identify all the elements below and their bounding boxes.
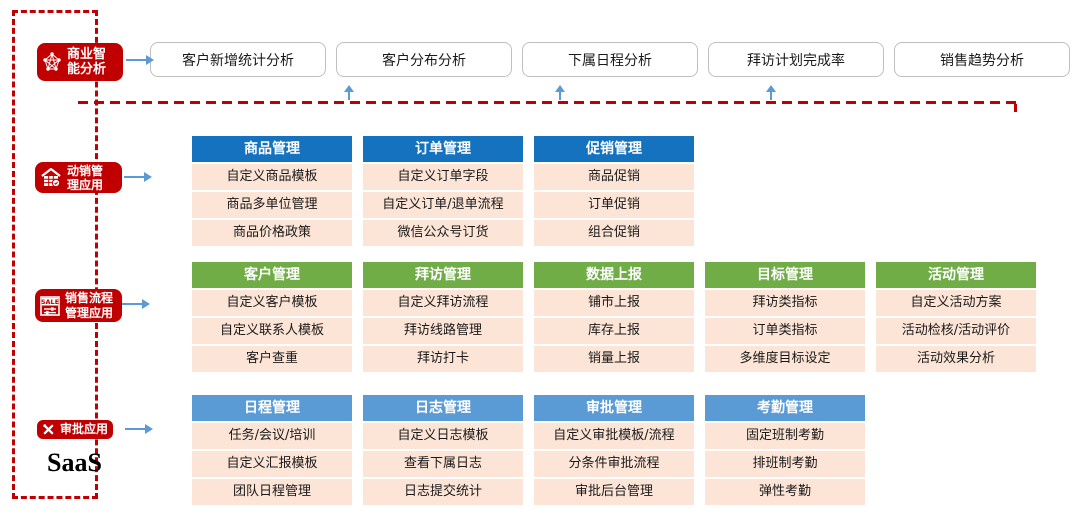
bi-right-arrow — [126, 55, 154, 65]
module-column: 考勤管理固定班制考勤排班制考勤弹性考勤 — [705, 395, 865, 505]
bi-dashed-separator — [78, 101, 1018, 104]
feature-cell: 团队日程管理 — [192, 479, 352, 505]
approval-apps-label-text: 审批应用 — [60, 422, 109, 436]
bi-dashed-separator-end — [1014, 104, 1017, 112]
module-column: 日程管理任务/会议/培训自定义汇报模板团队日程管理 — [192, 395, 352, 505]
feature-cell: 微信公众号订货 — [363, 220, 523, 246]
store-icon — [40, 167, 62, 188]
feature-cell: 日志提交统计 — [363, 479, 523, 505]
feature-cell: 查看下属日志 — [363, 451, 523, 477]
bi-analysis-box: 客户分布分析 — [336, 42, 512, 77]
sales-motion-right-arrow — [124, 172, 152, 182]
svg-text:SALE: SALE — [41, 298, 59, 306]
module-column: 商品管理自定义商品模板商品多单位管理商品价格政策 — [192, 136, 352, 246]
bi-analysis-box: 客户新增统计分析 — [150, 42, 326, 77]
module-column-header: 订单管理 — [363, 136, 523, 162]
module-column-header: 审批管理 — [534, 395, 694, 421]
module-column: 促销管理商品促销订单促销组合促销 — [534, 136, 694, 246]
module-column: 目标管理拜访类指标订单类指标多维度目标设定 — [705, 262, 865, 372]
feature-cell: 商品价格政策 — [192, 220, 352, 246]
section-approval: 日程管理任务/会议/培训自定义汇报模板团队日程管理日志管理自定义日志模板查看下属… — [192, 395, 865, 505]
feature-cell: 拜访类指标 — [705, 290, 865, 316]
feature-cell: 组合促销 — [534, 220, 694, 246]
feature-cell: 多维度目标设定 — [705, 346, 865, 372]
saas-wordmark: SaaS — [47, 448, 102, 477]
module-column-header: 考勤管理 — [705, 395, 865, 421]
feature-cell: 订单促销 — [534, 192, 694, 218]
feature-cell: 自定义审批模板/流程 — [534, 423, 694, 449]
bi-analysis-label-text: 商业智 能分析 — [67, 47, 107, 77]
module-column: 数据上报铺市上报库存上报销量上报 — [534, 262, 694, 372]
feature-cell: 拜访线路管理 — [363, 318, 523, 344]
feature-cell: 弹性考勤 — [705, 479, 865, 505]
feature-cell: 自定义商品模板 — [192, 164, 352, 190]
up-arrow — [766, 85, 776, 100]
module-column-header: 商品管理 — [192, 136, 352, 162]
saas-boundary-frame — [12, 10, 98, 499]
module-column: 拜访管理自定义拜访流程拜访线路管理拜访打卡 — [363, 262, 523, 372]
bi-analysis-box: 下属日程分析 — [522, 42, 698, 77]
feature-cell: 自定义订单字段 — [363, 164, 523, 190]
bi-analysis-box: 销售趋势分析 — [894, 42, 1070, 77]
module-column-header: 活动管理 — [876, 262, 1036, 288]
module-column: 审批管理自定义审批模板/流程分条件审批流程审批后台管理 — [534, 395, 694, 505]
section-sales-motion: 商品管理自定义商品模板商品多单位管理商品价格政策订单管理自定义订单字段自定义订单… — [192, 136, 694, 246]
module-column: 客户管理自定义客户模板自定义联系人模板客户查重 — [192, 262, 352, 372]
module-column-header: 促销管理 — [534, 136, 694, 162]
sale-settings-icon: SALE — [40, 295, 60, 316]
sales-motion-apps-label: 动销管 理应用 — [35, 162, 122, 193]
section-sales-process: 客户管理自定义客户模板自定义联系人模板客户查重拜访管理自定义拜访流程拜访线路管理… — [192, 262, 1036, 372]
feature-cell: 自定义活动方案 — [876, 290, 1036, 316]
module-column: 日志管理自定义日志模板查看下属日志日志提交统计 — [363, 395, 523, 505]
feature-cell: 销量上报 — [534, 346, 694, 372]
module-column-header: 日程管理 — [192, 395, 352, 421]
feature-cell: 审批后台管理 — [534, 479, 694, 505]
approval-apps-label: 审批应用 — [37, 420, 113, 439]
approval-right-arrow — [125, 424, 153, 434]
feature-cell: 自定义汇报模板 — [192, 451, 352, 477]
feature-cell: 任务/会议/培训 — [192, 423, 352, 449]
module-column-header: 拜访管理 — [363, 262, 523, 288]
feature-cell: 活动效果分析 — [876, 346, 1036, 372]
feature-cell: 活动检核/活动评价 — [876, 318, 1036, 344]
module-column-header: 日志管理 — [363, 395, 523, 421]
feature-cell: 自定义日志模板 — [363, 423, 523, 449]
feature-cell: 自定义拜访流程 — [363, 290, 523, 316]
network-icon — [42, 52, 62, 72]
feature-cell: 客户查重 — [192, 346, 352, 372]
feature-cell: 固定班制考勤 — [705, 423, 865, 449]
feature-cell: 商品多单位管理 — [192, 192, 352, 218]
crossed-tools-icon — [42, 423, 55, 436]
sales-process-apps-label-text: 销售流程 管理应用 — [65, 290, 114, 320]
feature-cell: 铺市上报 — [534, 290, 694, 316]
up-arrow — [555, 85, 565, 100]
module-column-header: 客户管理 — [192, 262, 352, 288]
feature-cell: 自定义联系人模板 — [192, 318, 352, 344]
bi-analysis-label: 商业智 能分析 — [37, 43, 123, 81]
feature-cell: 库存上报 — [534, 318, 694, 344]
sales-motion-apps-label-text: 动销管 理应用 — [67, 163, 104, 192]
bi-analysis-box: 拜访计划完成率 — [708, 42, 884, 77]
module-column-header: 目标管理 — [705, 262, 865, 288]
feature-cell: 自定义客户模板 — [192, 290, 352, 316]
feature-cell: 分条件审批流程 — [534, 451, 694, 477]
feature-cell: 商品促销 — [534, 164, 694, 190]
feature-cell: 自定义订单/退单流程 — [363, 192, 523, 218]
bi-box-row: 客户新增统计分析客户分布分析下属日程分析拜访计划完成率销售趋势分析 — [150, 42, 1070, 77]
module-column: 活动管理自定义活动方案活动检核/活动评价活动效果分析 — [876, 262, 1036, 372]
module-column: 订单管理自定义订单字段自定义订单/退单流程微信公众号订货 — [363, 136, 523, 246]
up-arrow — [344, 85, 354, 100]
sales-process-apps-label: SALE 销售流程 管理应用 — [35, 289, 122, 322]
module-column-header: 数据上报 — [534, 262, 694, 288]
feature-cell: 拜访打卡 — [363, 346, 523, 372]
sales-process-right-arrow — [122, 299, 150, 309]
feature-cell: 排班制考勤 — [705, 451, 865, 477]
feature-cell: 订单类指标 — [705, 318, 865, 344]
